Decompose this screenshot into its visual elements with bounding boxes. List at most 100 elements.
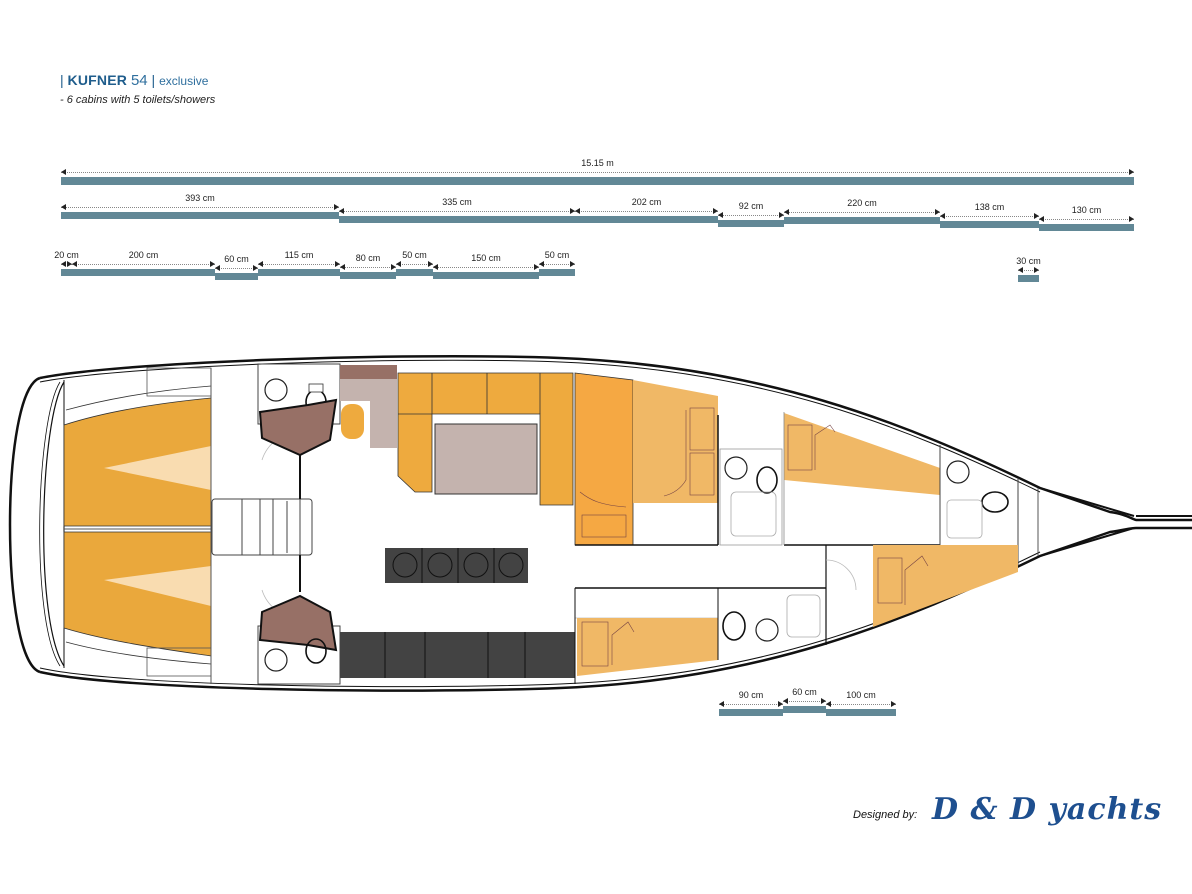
sink-icon — [946, 460, 970, 484]
stool-icon — [392, 552, 418, 578]
arrow-left-icon — [1018, 267, 1023, 273]
arrow-right-icon — [253, 265, 258, 271]
saloon-table — [434, 423, 538, 495]
dimension-bar — [783, 706, 826, 713]
arrow-right-icon — [334, 204, 339, 210]
dimension-bar — [340, 272, 396, 279]
arrow-left-icon — [575, 208, 580, 214]
dimension-label: 60 cm — [792, 687, 817, 697]
sink-icon — [724, 456, 748, 480]
dimension-label: 150 cm — [471, 253, 501, 263]
model-name: KUFNER — [67, 72, 128, 88]
layout-subtitle: - 6 cabins with 5 toilets/showers — [60, 94, 216, 106]
arrow-left-icon — [61, 204, 66, 210]
dimension-bar — [826, 709, 896, 716]
dimension-bar — [396, 269, 433, 276]
mid-head-port — [719, 448, 783, 546]
arrow-right-icon — [428, 261, 433, 267]
arrow-right-icon — [210, 261, 215, 267]
dimension-line — [539, 264, 575, 265]
dimension-label: 138 cm — [974, 202, 1005, 212]
dimension-label: 202 cm — [631, 197, 662, 207]
hull-outline — [8, 355, 1192, 692]
navigation-station — [340, 365, 397, 448]
dimension-label: 50 cm — [544, 250, 570, 260]
dimension-label: 30 cm — [1016, 256, 1041, 266]
dimension-label: 92 cm — [738, 201, 764, 211]
mid-cabin-starboard — [574, 587, 719, 684]
arrow-right-icon — [778, 701, 783, 707]
arrow-left-icon — [61, 169, 66, 175]
toilet-icon — [722, 611, 746, 641]
forward-cabin-port — [783, 412, 940, 546]
arrow-right-icon — [1129, 216, 1134, 222]
dimension-line — [1039, 219, 1134, 220]
shower-tray — [258, 398, 338, 457]
dimension-label: 393 cm — [185, 193, 215, 203]
arrow-right-icon — [67, 261, 72, 267]
dimension-line — [61, 264, 72, 265]
dimension-bar — [61, 177, 1134, 185]
sink-icon — [264, 648, 288, 672]
arrow-right-icon — [335, 261, 340, 267]
companionway-stairs — [211, 431, 313, 619]
designer-logo: D & D yachts — [932, 792, 1163, 827]
arrow-left-icon — [719, 701, 724, 707]
aft-cabin-starboard — [63, 531, 212, 677]
sink-icon — [755, 618, 779, 642]
arrow-left-icon — [396, 261, 401, 267]
dimension-bar — [433, 272, 539, 279]
title-separator-2: | — [151, 72, 156, 88]
dimension-line — [575, 211, 718, 212]
arrow-right-icon — [534, 264, 539, 270]
arrow-left-icon — [61, 261, 66, 267]
designed-by-label: Designed by: — [853, 809, 918, 821]
arrow-right-icon — [1034, 213, 1039, 219]
arrow-right-icon — [779, 212, 784, 218]
mid-cabin-bunk — [575, 380, 719, 546]
aft-cabin-port — [63, 367, 212, 527]
arrow-left-icon — [784, 209, 789, 215]
mid-cabin-single — [574, 372, 634, 546]
model-number: 54 — [130, 72, 148, 89]
dimension-bar — [258, 269, 340, 276]
dimension-bar — [784, 217, 940, 224]
toilet-icon — [756, 466, 778, 494]
stool-icon — [463, 552, 489, 578]
dimension-bar — [719, 709, 783, 716]
dimension-bar — [339, 216, 575, 223]
dimension-bar — [718, 220, 784, 227]
dimension-label: 60 cm — [224, 254, 249, 264]
aft-head-port — [257, 363, 341, 457]
dimension-line — [1018, 270, 1039, 271]
arrow-right-icon — [1129, 169, 1134, 175]
dimension-line — [826, 704, 896, 705]
dimension-label: 100 cm — [846, 690, 876, 700]
sink-icon — [264, 378, 288, 402]
arrow-left-icon — [258, 261, 263, 267]
shower-tray — [730, 491, 777, 537]
arrow-right-icon — [891, 701, 896, 707]
dimension-label: 335 cm — [442, 197, 472, 207]
dimension-line — [340, 267, 396, 268]
dimension-line — [433, 267, 539, 268]
arrow-left-icon — [1039, 216, 1044, 222]
dimension-label: 80 cm — [355, 253, 381, 263]
boat-title: | KUFNER 54 | exclusive — [60, 72, 208, 89]
aft-head-starboard — [257, 594, 341, 685]
dimension-bar — [61, 212, 339, 219]
title-separator: | — [60, 72, 64, 88]
dimension-label: 90 cm — [738, 690, 764, 700]
dimension-line — [61, 207, 339, 208]
dimension-label: 220 cm — [847, 198, 877, 208]
dimension-line — [258, 264, 340, 265]
arrow-left-icon — [539, 261, 544, 267]
bowsprit — [1136, 515, 1192, 529]
arrow-left-icon — [72, 261, 77, 267]
dimension-line — [718, 215, 784, 216]
dimension-label: 115 cm — [284, 250, 314, 260]
arrow-left-icon — [339, 208, 344, 214]
arrow-right-icon — [570, 208, 575, 214]
dimension-line — [784, 212, 940, 213]
stool-icon — [427, 552, 453, 578]
